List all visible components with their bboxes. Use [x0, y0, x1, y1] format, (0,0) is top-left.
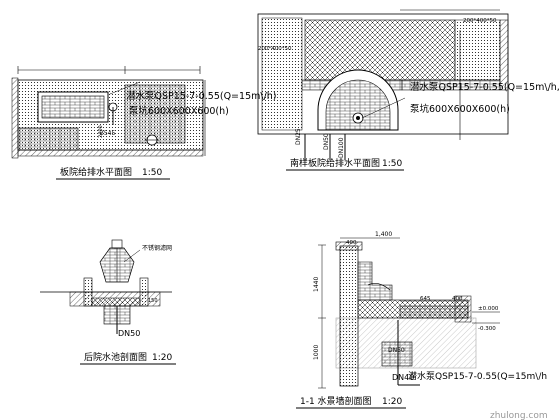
wall-section-dn50: DN50 [388, 347, 405, 354]
south-plan-dim-top: 200*400*50 [463, 18, 497, 24]
south-plan-dim-left: 200*400*50 [258, 46, 292, 52]
pool-section-dn50: DN50 [118, 329, 140, 338]
south-plan-pump-spec: 潜水泵QSP15-7-0.55(Q=15m\/h,H= [410, 81, 560, 93]
watermark: zhulong.com [490, 411, 548, 420]
wall-dim-1400: 1,400 [375, 231, 392, 238]
wall-section-pump-spec: 潜水泵QSP15-7-0.55(Q=15m\/h [408, 370, 547, 382]
wall-dim-1000: 1000 [313, 345, 320, 360]
pool-section-title: 后院水池剖面图 [84, 351, 147, 363]
yard-plan-dim-2545: 2545 [100, 130, 115, 137]
south-plan-title: 南样板院给排水平面图 [290, 157, 380, 169]
pool-section-note-mesh: 不锈钢滤网 [142, 244, 172, 252]
yard-plan-pump-pit: 泵坑600X600X600(h) [129, 105, 229, 117]
wall-section-dn40: DN40 [392, 373, 414, 382]
wall-elev-0: ±0.000 [478, 306, 499, 312]
yard-plan-scale: 1:50 [142, 168, 162, 178]
wall-dim-645: 645 [420, 296, 431, 302]
pool-section-scale: 1:20 [152, 353, 172, 363]
yard-plan-view: 潜水泵QSP15-7-0.55(Q=15m\/h) 泵坑600X600X600(… [11, 66, 277, 180]
yard-plan-pump-spec: 潜水泵QSP15-7-0.55(Q=15m\/h) [126, 90, 277, 102]
yard-plan-title: 板院给排水平面图 [60, 166, 132, 178]
wall-section-title: 1-1 水景墙剖面图 [300, 395, 372, 407]
south-plan-dn25: DN25 [295, 128, 302, 145]
wall-section-scale: 1:20 [382, 397, 402, 407]
pool-section-dim-150: 150 [148, 298, 158, 304]
wall-dim-1440: 1440 [313, 277, 320, 292]
water-wall-section-view: 1440 1000 1,400 400 645 400 ±0.000 -0.30… [296, 231, 547, 409]
south-plan-dn100: DN100 [338, 137, 345, 158]
wall-elev-neg: -0.300 [478, 326, 496, 332]
wall-dim-400: 400 [452, 296, 463, 302]
south-plan-scale: 1:50 [382, 159, 402, 169]
yard-plan-dim-2400: 2400 [98, 125, 104, 138]
pool-section-view: 不锈钢滤网 DN50 150 后院水池剖面图 1:20 [40, 239, 176, 365]
south-plan-dn50: DN50 [323, 133, 330, 150]
south-yard-plan-view: 200*400*50 200*400*50 潜水泵QSP15-7-0.55(Q=… [257, 9, 560, 171]
south-plan-pump-pit: 泵坑600X600X600(h) [410, 103, 510, 115]
